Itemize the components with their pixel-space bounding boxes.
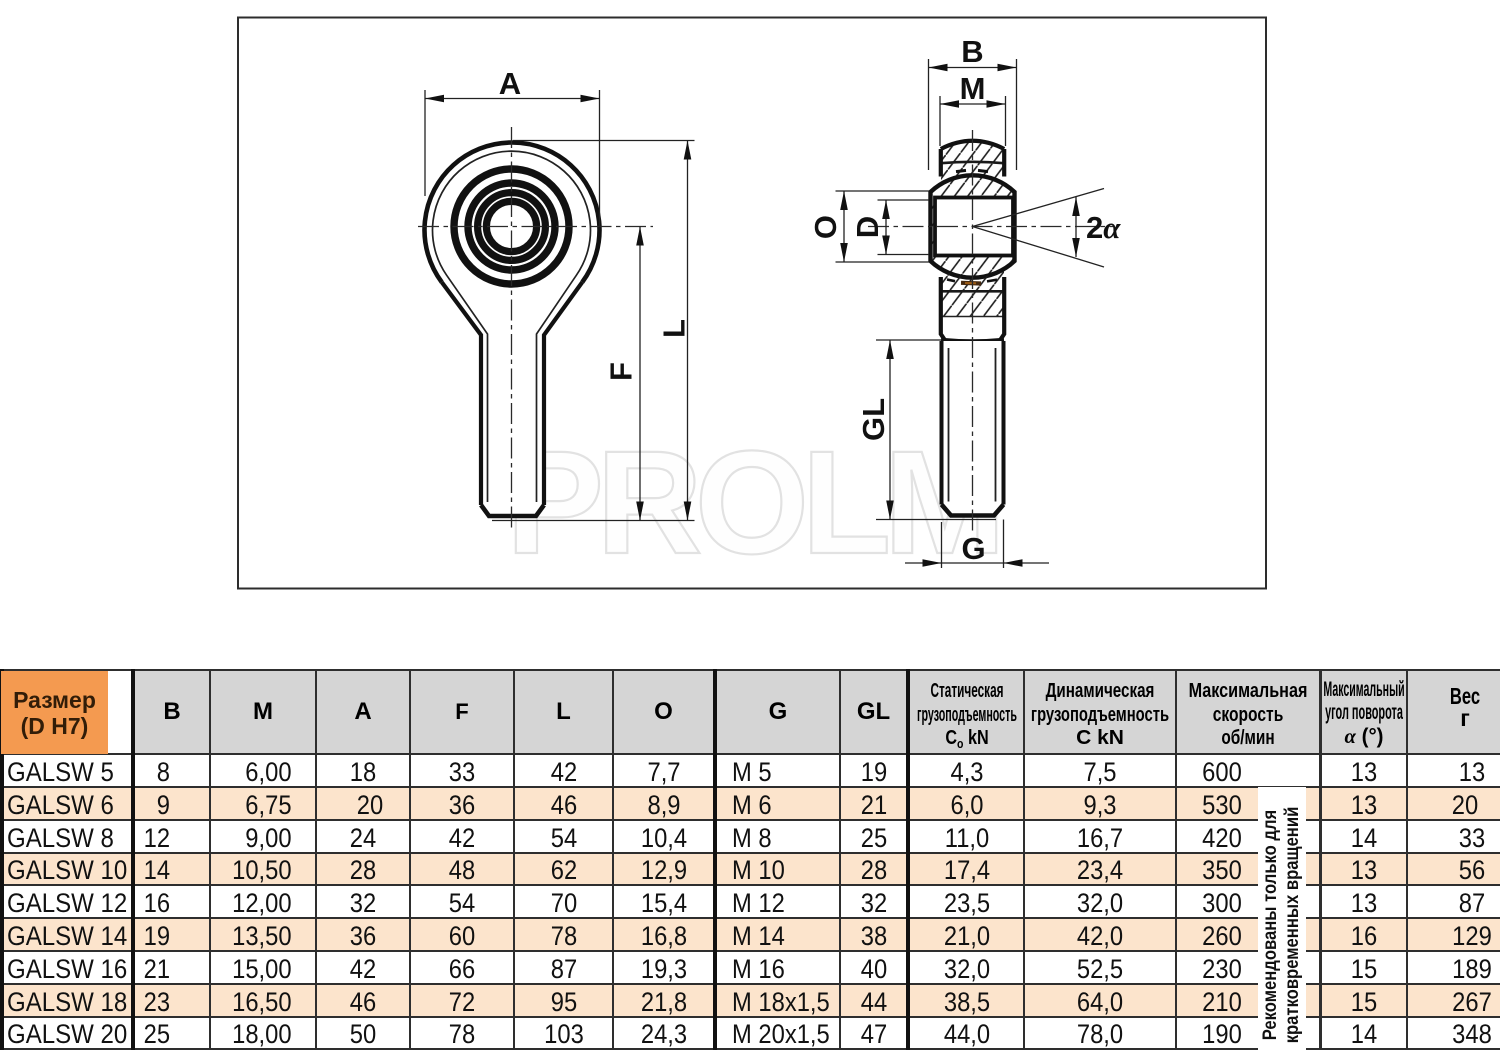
svg-text:2α: 2α [1086, 210, 1121, 245]
svg-text:L: L [657, 319, 692, 338]
svg-text:G: G [961, 531, 985, 566]
svg-text:O: O [808, 215, 843, 239]
svg-text:D: D [850, 216, 885, 238]
svg-text:GL: GL [856, 398, 891, 441]
svg-text:A: A [499, 66, 521, 101]
svg-text:B: B [961, 34, 983, 69]
svg-text:M: M [960, 71, 986, 106]
svg-text:PROLM: PROLM [506, 421, 1006, 585]
svg-text:F: F [604, 362, 639, 381]
